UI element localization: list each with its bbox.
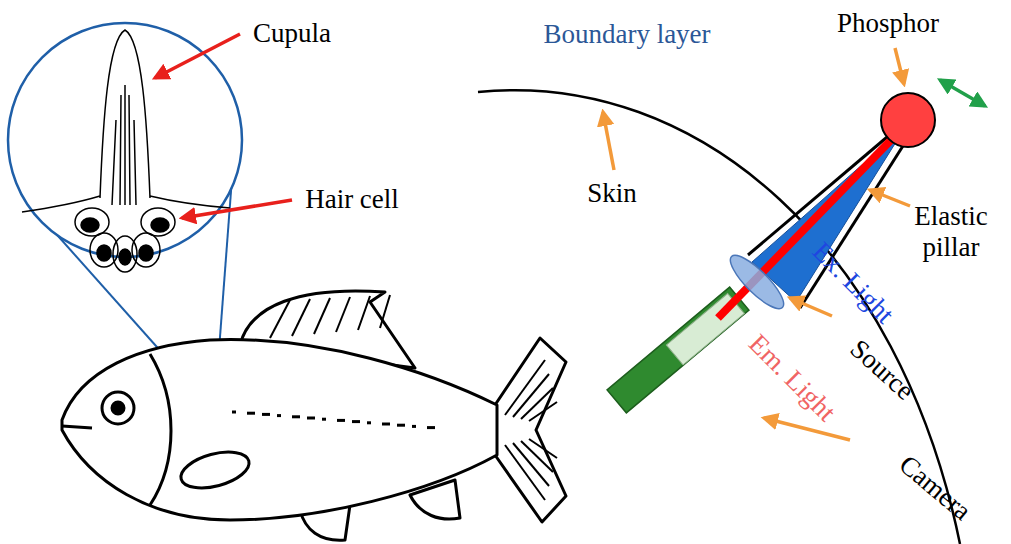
- part-label: Source: [844, 333, 920, 406]
- part-label: Cupula: [253, 18, 331, 49]
- skin-line: [478, 90, 960, 544]
- fish: [62, 291, 566, 540]
- light-label: Ex. Light: [806, 236, 900, 330]
- neuromast: [22, 30, 230, 272]
- leader-arrow: [603, 48, 910, 440]
- region-label: Boundary layer: [543, 19, 710, 50]
- leader-arrow: [182, 200, 292, 218]
- leader-arrow: [155, 34, 240, 78]
- light-label: Em. Light: [742, 328, 841, 427]
- part-label: Hair cell: [305, 184, 399, 215]
- part-label: Skin: [587, 178, 637, 209]
- part-label: Camera: [893, 449, 977, 527]
- fin-rays: [232, 295, 557, 500]
- part-label: Elastic pillar: [896, 201, 1006, 263]
- part-label: Phosphor: [837, 8, 939, 39]
